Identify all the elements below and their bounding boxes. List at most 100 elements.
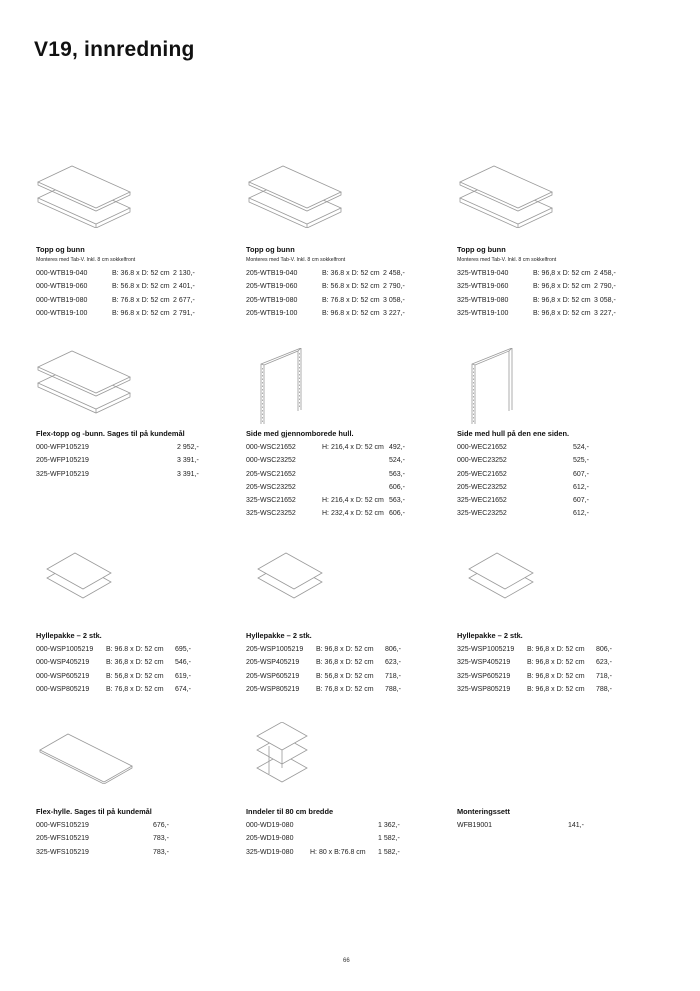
product-code: 205-WTB19-080 <box>246 296 298 304</box>
table-row: 000-WEC23252 525,- <box>457 454 657 467</box>
product-code: 325-WSP405219 <box>457 659 511 667</box>
product-code: 205-WTB19-040 <box>246 270 298 277</box>
product-price: 525,- <box>573 457 589 465</box>
product-code: 325-WSC21652 <box>246 497 296 505</box>
product-price: 1 582,- <box>378 848 400 856</box>
group-heading: Hyllepakke – 2 stk. <box>36 631 102 640</box>
product-dimensions <box>322 481 389 494</box>
product-code: 205-WEC23252 <box>457 483 507 491</box>
product-price: 788,- <box>385 685 401 693</box>
product-dimensions: H: 80 x B:76.8 cm <box>310 848 366 856</box>
product-price: 2 790,- <box>594 283 616 291</box>
product-price: 2 401,- <box>173 283 195 291</box>
product-code: 000-WSC21652 <box>246 444 296 451</box>
product-dimensions: B: 96,8 x D: 52 cm <box>533 296 591 304</box>
product-price: 783,- <box>153 835 169 843</box>
product-price: 806,- <box>596 646 612 653</box>
product-code: 205-WSP605219 <box>246 672 300 680</box>
product-dimensions: H: 232,4 x D: 52 cm <box>322 510 384 518</box>
shelf-pack-icon <box>257 552 323 599</box>
product-price: 606,- <box>389 483 405 491</box>
product-price: 612,- <box>573 483 589 491</box>
product-dimensions: B: 96,8 x D: 52 cm <box>533 309 591 317</box>
table-row: 000-WSC21652 H: 216,4 x D: 52 cm 492,- <box>246 441 446 454</box>
product-dimensions: B: 96,8 x D: 52 cm <box>533 283 591 291</box>
product-price: 676,- <box>153 822 169 829</box>
group-heading: Topp og bunn <box>36 245 85 254</box>
product-price: 492,- <box>389 444 405 451</box>
product-dimensions: B: 96.8 x D: 52 cm <box>106 646 164 653</box>
product-group-topp-og-bunn-205: Topp og bunn Monteres med Tab-V. Inkl. 8… <box>246 245 446 320</box>
product-code: 000-WEC23252 <box>457 457 507 465</box>
product-dimensions: H: 216,4 x D: 52 cm <box>322 444 384 451</box>
table-row: 325-WSP405219 B: 96,8 x D: 52 cm 623,- <box>457 656 657 669</box>
side-panel-icon <box>260 348 302 424</box>
product-dimensions: B: 96,8 x D: 52 cm <box>527 672 585 680</box>
product-price: 3 227,- <box>383 309 405 317</box>
product-dimensions <box>322 454 389 467</box>
product-dimensions: B: 56.8 x D: 52 cm <box>322 283 380 291</box>
product-price: 563,- <box>389 470 405 478</box>
product-price: 3 391,- <box>177 470 199 478</box>
product-dimensions: B: 96,8 x D: 52 cm <box>533 270 591 277</box>
product-price: 1 582,- <box>378 835 400 843</box>
product-code: 205-WFP105219 <box>36 457 89 465</box>
group-heading: Flex-hylle. Sages til på kundemål <box>36 807 152 816</box>
product-code: 000-WSC23252 <box>246 457 296 465</box>
product-price: 695,- <box>175 646 191 653</box>
group-heading: Topp og bunn <box>246 245 295 254</box>
product-price: 1 362,- <box>378 822 400 829</box>
shelf-pack-icon <box>46 552 112 599</box>
page-title: V19, innredning <box>34 38 195 61</box>
product-price: 2 130,- <box>173 270 195 277</box>
product-group-topp-og-bunn-000: Topp og bunn Monteres med Tab-V. Inkl. 8… <box>36 245 236 320</box>
stacked-panels-icon <box>37 350 131 414</box>
product-code: 325-WSP605219 <box>457 672 511 680</box>
product-price: 2 791,- <box>173 309 195 317</box>
flex-shelf-icon <box>39 733 133 784</box>
product-code: 325-WSC23252 <box>246 510 296 518</box>
product-price: 3 058,- <box>594 296 616 304</box>
product-price: 674,- <box>175 685 191 693</box>
product-dimensions: B: 96,8 x D: 52 cm <box>527 659 585 667</box>
product-code: 325-WSP1005219 <box>457 646 515 653</box>
product-code: 325-WTB19-040 <box>457 270 509 277</box>
product-code: 000-WEC21652 <box>457 444 507 451</box>
product-code: 205-WTB19-060 <box>246 283 298 291</box>
product-code: 000-WFP105219 <box>36 444 89 451</box>
product-price: 3 227,- <box>594 309 616 317</box>
product-price: 623,- <box>596 659 612 667</box>
table-row: 205-WEC23252 612,- <box>457 481 657 494</box>
product-code: 325-WTB19-080 <box>457 296 509 304</box>
product-code: 325-WEC23252 <box>457 510 507 518</box>
product-code: 325-WFS105219 <box>36 848 89 856</box>
product-price: 607,- <box>573 497 589 505</box>
product-code: 000-WSP1005219 <box>36 646 94 653</box>
product-dimensions: B: 76,8 x D: 52 cm <box>106 685 164 693</box>
product-group-side-ene-siden: Side med hull på den ene siden. 000-WEC2… <box>457 429 657 521</box>
